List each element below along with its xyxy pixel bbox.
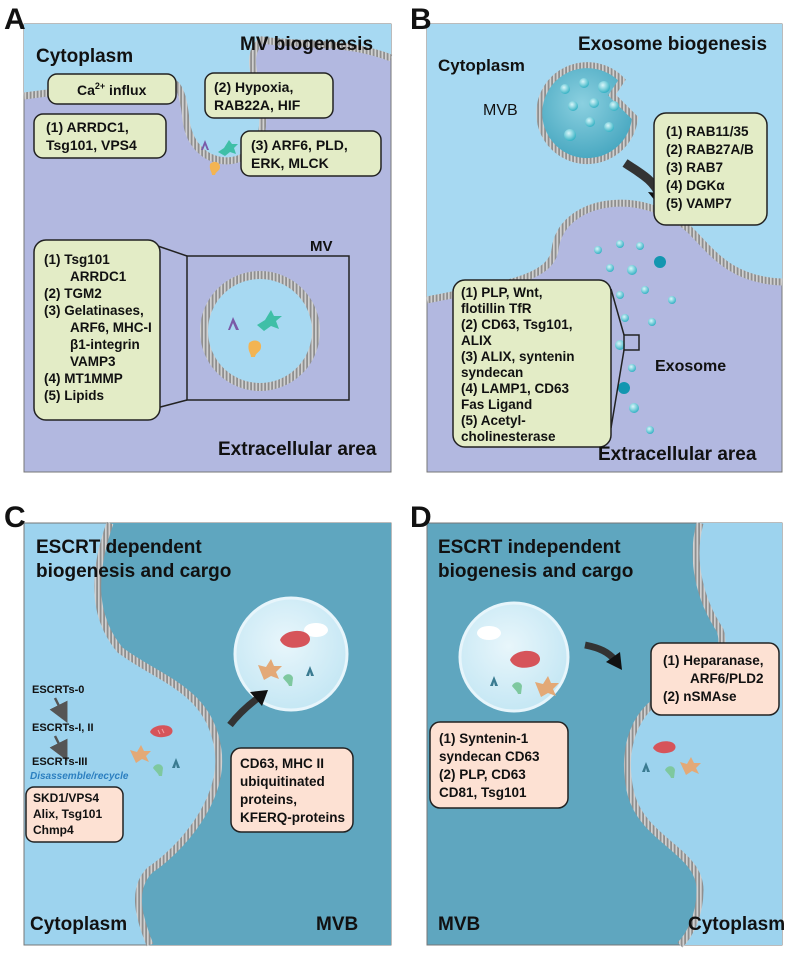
escrt-proteins-box [25, 786, 124, 843]
exosome-cargo-box [452, 279, 612, 448]
hypoxia-line-1: (2) Hypoxia, [214, 79, 293, 95]
exosome-label: Exosome [655, 358, 726, 375]
hypoxia-line-2: RAB22A, HIF [214, 97, 301, 113]
exosome-cargo-line: flotillin TfR [461, 301, 532, 316]
escrt-independent-cargo-box [429, 721, 569, 809]
disassemble-recycle-label: Disassemble/recycle [30, 771, 129, 782]
exosome-cargo-line: (3) ALIX, syntenin [461, 349, 575, 364]
panel-b-mvb-label: MVB [483, 102, 518, 119]
intraluminal-vesicles [560, 78, 619, 141]
exosome-cargo-line: cholinesterase [461, 429, 556, 444]
panel-c-cytoplasm-label: Cytoplasm [30, 914, 127, 935]
panel-d: D ESCRT independent biogenesis and cargo… [410, 501, 785, 948]
mv-cargo-line: (3) Gelatinases, [44, 303, 144, 318]
heparanase-line: (1) Heparanase, [663, 653, 764, 668]
ca-influx-label: Ca2+ influx [77, 81, 147, 98]
escrt-proteins-line: SKD1/VPS4 [33, 791, 99, 805]
rab-box [653, 112, 768, 226]
escrt-step-3: ESCRTs-III [32, 756, 87, 768]
panel-a-letter: A [4, 3, 26, 36]
escrt-independent-cargo-line: (2) PLP, CD63 [439, 767, 526, 782]
mv-cargo-line: ARF6, MHC-I [70, 320, 152, 335]
microvesicle [200, 271, 320, 391]
arrdc1-line-1: (1) ARRDC1, [46, 119, 129, 135]
rab-line: (2) RAB27A/B [666, 142, 754, 157]
panel-b: B Exosome biogenesis Cytoplasm MVB (1) R… [410, 3, 783, 473]
mv-cargo-line: (4) MT1MMP [44, 371, 123, 386]
escrt-cargo-line: KFERQ-proteins [240, 810, 345, 825]
exosome-cargo-line: ALIX [461, 333, 492, 348]
rab-line: (1) RAB11/35 [666, 124, 749, 139]
escrt-step-1: ESCRTs-I, II [32, 722, 94, 734]
exosome-cargo-line: (1) PLP, Wnt, [461, 285, 543, 300]
rab-line: (4) DGKα [666, 178, 725, 193]
panel-b-cytoplasm-label: Cytoplasm [438, 56, 525, 75]
rab-line: (5) VAMP7 [666, 196, 732, 211]
heparanase-line: ARF6/PLD2 [690, 671, 764, 686]
panel-c-mvb-label: MVB [316, 914, 358, 935]
mv-cargo-line: VAMP3 [70, 354, 116, 369]
mv-label: MV [310, 238, 333, 255]
panel-a-cytoplasm-label: Cytoplasm [36, 46, 133, 67]
arrdc1-box [33, 113, 167, 159]
exosome-cargo-line: (5) Acetyl- [461, 413, 526, 428]
ca-influx-box [47, 73, 177, 105]
mv-cargo-line: β1-integrin [70, 337, 140, 352]
arf6-box [240, 130, 382, 177]
heparanase-line: (2) nSMAse [663, 689, 737, 704]
mv-zoom-frame [186, 255, 350, 401]
exosome-cargo-line: syndecan [461, 365, 523, 380]
arf6-line-2: ERK, MLCK [251, 155, 329, 171]
escrt-proteins-line: Chmp4 [33, 823, 74, 837]
escrt-independent-cargo-line: CD81, Tsg101 [439, 785, 527, 800]
mv-cargo-box [33, 239, 161, 421]
exosome-cargo-line: Fas Ligand [461, 397, 532, 412]
mv-cargo-line: (2) TGM2 [44, 286, 102, 301]
panel-a-extracellular-label: Extracellular area [218, 439, 377, 460]
exosome-dots [594, 240, 676, 434]
panel-c-title-line-1: ESCRT dependent [36, 537, 202, 558]
hypoxia-box [204, 72, 334, 119]
mv-cargo-line: ARRDC1 [70, 269, 127, 284]
escrt-cargo-line: proteins, [240, 792, 297, 807]
panel-a: A MV biogenesis Cytoplasm Ca2+ influx (1… [4, 3, 393, 473]
panel-d-title-line-1: ESCRT independent [438, 537, 621, 558]
escrt-proteins-line: Alix, Tsg101 [33, 807, 102, 821]
escrt-cargo-box [230, 747, 354, 833]
panel-d-cytoplasm-label: Cytoplasm [688, 914, 785, 935]
panel-b-letter: B [410, 3, 432, 36]
panel-b-title: Exosome biogenesis [578, 34, 767, 55]
rab-line: (3) RAB7 [666, 160, 723, 175]
exosome-cargo-line: (2) CD63, Tsg101, [461, 317, 573, 332]
panel-c-title-line-2: biogenesis and cargo [36, 561, 231, 582]
arf6-line-1: (3) ARF6, PLD, [251, 137, 348, 153]
panel-c: C ESCRT dependent biogenesis and cargo E… [4, 501, 392, 947]
escrt-independent-cargo-line: syndecan CD63 [439, 749, 540, 764]
panel-a-title: MV biogenesis [240, 34, 373, 55]
panel-b-extracellular-label: Extracellular area [598, 444, 757, 465]
mv-cargo-line: (1) Tsg101 [44, 252, 110, 267]
panel-c-letter: C [4, 501, 26, 534]
panel-d-title-line-2: biogenesis and cargo [438, 561, 633, 582]
exosome-cargo-line: (4) LAMP1, CD63 [461, 381, 570, 396]
escrt-cargo-line: CD63, MHC II [240, 756, 324, 771]
escrt-independent-cargo-line: (1) Syntenin-1 [439, 731, 529, 746]
heparanase-box [650, 642, 780, 716]
exosome-zoom-frame [623, 334, 640, 351]
escrt-cargo-line: ubiquitinated [240, 774, 325, 789]
mv-cargo-line: (5) Lipids [44, 388, 104, 403]
escrt-step-0: ESCRTs-0 [32, 684, 84, 696]
arrdc1-line-2: Tsg101, VPS4 [46, 137, 137, 153]
panel-d-mvb-label: MVB [438, 914, 480, 935]
panel-d-letter: D [410, 501, 432, 534]
